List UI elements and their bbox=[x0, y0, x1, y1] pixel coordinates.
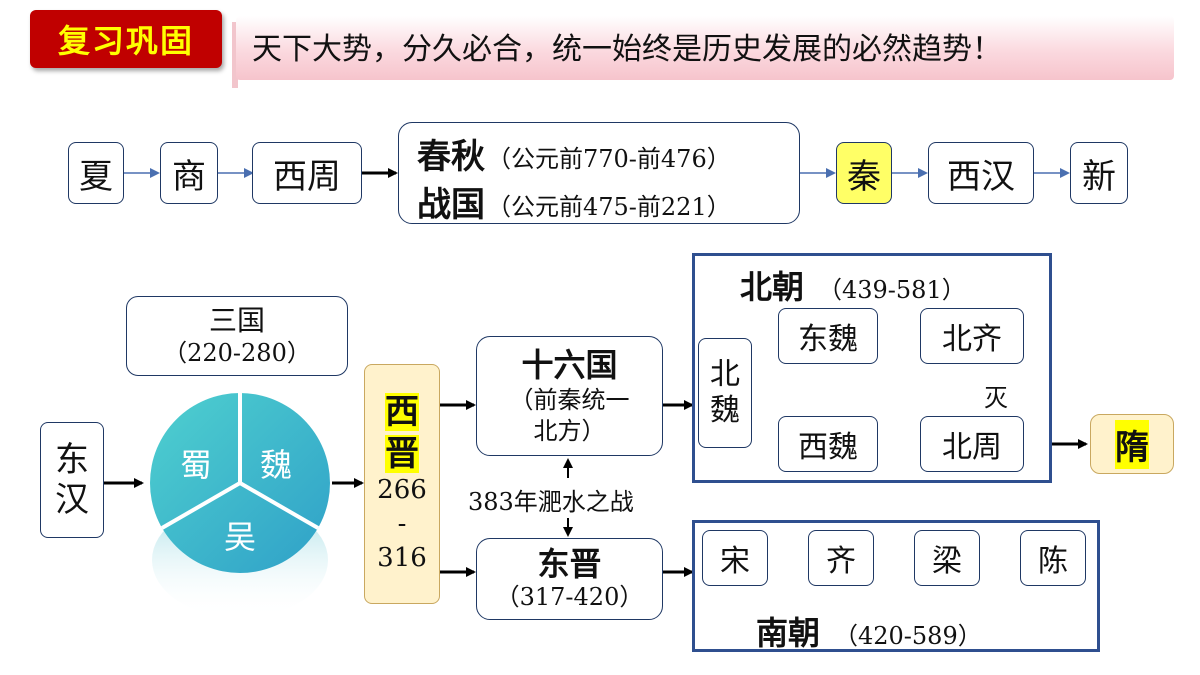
pie-label-wei: 魏 bbox=[260, 446, 293, 484]
node-dongjin: 东晋 （317-420） bbox=[476, 538, 663, 620]
southern-title: 南朝 bbox=[756, 614, 821, 652]
xijin-end: 316 bbox=[377, 543, 427, 573]
node-xin: 新 bbox=[1070, 142, 1128, 204]
northern-dates: （439-581） bbox=[818, 276, 966, 304]
northern-title: 北朝 bbox=[740, 268, 805, 306]
dongjin-dates: （317-420） bbox=[495, 583, 644, 611]
xijin-dash: - bbox=[397, 509, 407, 539]
label-zhanguo-dates: （公元前475-前221） bbox=[487, 193, 731, 221]
label-zhanguo: 战国 bbox=[417, 185, 485, 225]
node-sixteen-kingdoms: 十六国 （前秦统一 北方） bbox=[476, 336, 663, 456]
sixteen-title: 十六国 bbox=[521, 346, 618, 384]
node-qin: 秦 bbox=[836, 142, 892, 204]
sixteen-note2: 北方） bbox=[533, 417, 606, 445]
mie-label: 灭 bbox=[984, 384, 1008, 412]
node-xijin: 西 晋 266 - 316 bbox=[364, 364, 440, 604]
node-donghan: 东 汉 bbox=[40, 422, 104, 538]
node-beizhou: 北周 bbox=[920, 416, 1024, 472]
header-motto: 天下大势，分久必合，统一始终是历史发展的必然趋势！ bbox=[252, 32, 1002, 67]
dongjin-title: 东晋 bbox=[537, 545, 602, 583]
node-dongwei: 东魏 bbox=[778, 308, 878, 364]
donghan-line1: 东 bbox=[55, 440, 89, 480]
node-chen: 陈 bbox=[1020, 530, 1086, 586]
node-beiwei: 北 魏 bbox=[698, 338, 752, 448]
label-chunqiu: 春秋 bbox=[417, 137, 485, 177]
pie-label-wu: 吴 bbox=[224, 518, 257, 556]
battle-label: 383年淝水之战 bbox=[468, 482, 634, 517]
label-chunqiu-dates: （公元前770-前476） bbox=[487, 145, 731, 173]
node-qi: 齐 bbox=[808, 530, 874, 586]
sui-label: 隋 bbox=[1115, 419, 1149, 469]
node-xizhou: 西周 bbox=[252, 142, 362, 204]
sixteen-note1: （前秦统一 bbox=[509, 386, 630, 414]
node-sui: 隋 bbox=[1090, 414, 1174, 474]
node-chunqiu-zhanguo: 春秋 （公元前770-前476） 战国 （公元前475-前221） bbox=[398, 122, 800, 225]
node-beiqi: 北齐 bbox=[920, 308, 1024, 364]
xijin-start: 266 bbox=[377, 475, 427, 505]
southern-dates: （420-589） bbox=[834, 622, 982, 650]
sanguo-label-box: 三国 （220-280） bbox=[126, 296, 348, 376]
sanguo-dates: （220-280） bbox=[163, 339, 311, 367]
node-song: 宋 bbox=[702, 530, 768, 586]
node-liang: 梁 bbox=[914, 530, 980, 586]
node-xihan: 西汉 bbox=[928, 142, 1034, 204]
beiwei-line1: 北 bbox=[710, 357, 740, 392]
node-shang: 商 bbox=[160, 142, 218, 204]
header-bar bbox=[236, 16, 1174, 80]
xijin-line2: 晋 bbox=[385, 434, 419, 474]
beiwei-line2: 魏 bbox=[710, 393, 740, 428]
node-xia: 夏 bbox=[68, 142, 124, 204]
pie-label-shu: 蜀 bbox=[180, 446, 213, 484]
section-badge: 复习巩固 bbox=[30, 10, 222, 68]
donghan-line2: 汉 bbox=[55, 480, 89, 520]
sanguo-title: 三国 bbox=[208, 304, 265, 337]
header-divider bbox=[232, 22, 238, 88]
xijin-line1: 西 bbox=[385, 392, 419, 432]
node-xiwei: 西魏 bbox=[778, 416, 878, 472]
